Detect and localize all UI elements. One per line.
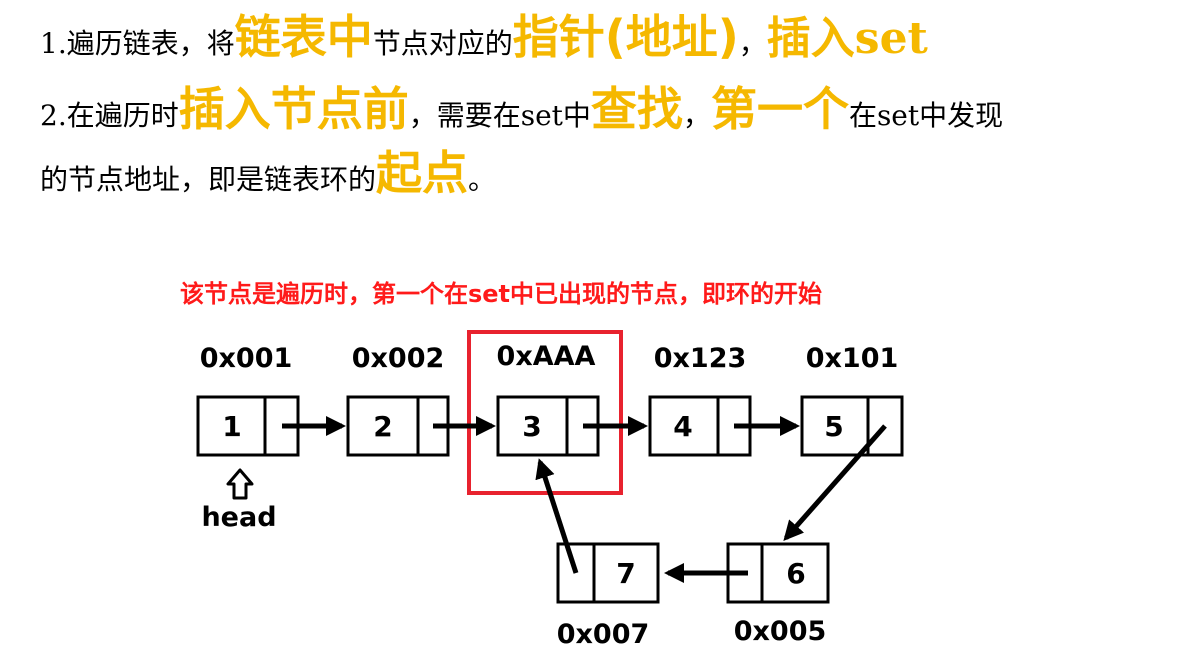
line1-part-a: 1.遍历链表，将 <box>40 27 235 60</box>
line2-part-a: 2.在遍历时 <box>40 99 179 132</box>
line2-highlight-first: 第一个 <box>710 82 849 136</box>
line3-part-a: 的节点地址，即是链表环的 <box>40 163 377 196</box>
line2-highlight-find: 查找 <box>590 82 683 136</box>
node-address: 0x005 <box>734 616 827 647</box>
list-node-1: 1 0x001 <box>196 343 300 457</box>
list-node-3: 3 0xAAA <box>496 341 600 457</box>
line2-part-e: ， <box>682 99 711 132</box>
cycle-start-highlight-box <box>467 330 623 495</box>
node-value: 1 <box>222 410 241 443</box>
node-value: 4 <box>673 410 692 443</box>
list-node-6: 6 0x005 <box>726 542 830 647</box>
diagram-caption: 该节点是遍历时，第一个在set中已出现的节点，即环的开始 <box>180 280 822 308</box>
arrow-5-to-6 <box>783 424 887 541</box>
node-value: 5 <box>824 410 843 443</box>
line3-highlight-start: 起点 <box>376 146 469 200</box>
line2-part-c: ，需要在set中 <box>408 99 591 132</box>
node-address: 0x002 <box>352 343 445 374</box>
line2-part-g: 在set中发现 <box>848 99 1004 132</box>
node-value: 6 <box>786 557 805 590</box>
node-address: 0xAAA <box>497 341 596 372</box>
line2-highlight-before-insert: 插入节点前 <box>178 82 409 136</box>
arrow-7-to-3 <box>535 458 579 574</box>
list-node-2: 2 0x002 <box>346 343 450 457</box>
node-address: 0x123 <box>654 343 747 374</box>
node-box <box>556 542 660 604</box>
node-address: 0x007 <box>557 619 650 650</box>
text-line-1: 1.遍历链表，将链表中节点对应的指针(地址)，插入set <box>40 14 928 61</box>
node-box <box>800 395 904 457</box>
list-node-5: 5 0x101 <box>800 343 904 457</box>
node-value: 7 <box>616 557 635 590</box>
head-label: head <box>201 502 276 533</box>
node-address: 0x101 <box>806 343 899 374</box>
text-line-2: 2.在遍历时插入节点前，需要在set中查找，第一个在set中发现 <box>40 86 1003 132</box>
text-line-3: 的节点地址，即是链表环的起点。 <box>40 150 496 196</box>
list-node-4: 4 0x123 <box>648 343 752 457</box>
node-box <box>496 395 600 457</box>
line1-highlight-linked-list: 链表中 <box>234 10 373 64</box>
line3-part-c: 。 <box>468 163 497 196</box>
node-value: 2 <box>373 410 392 443</box>
node-address: 0x001 <box>200 343 293 374</box>
head-up-arrow-icon <box>226 468 254 500</box>
line1-highlight-insert-set: 插入set <box>766 13 928 64</box>
line1-highlight-pointer: 指针(地址) <box>512 10 739 64</box>
list-node-7: 7 0x007 <box>556 542 660 650</box>
line1-part-e: ， <box>738 27 767 60</box>
node-box <box>196 395 300 457</box>
line1-part-c: 节点对应的 <box>372 27 513 60</box>
node-value: 3 <box>522 410 541 443</box>
